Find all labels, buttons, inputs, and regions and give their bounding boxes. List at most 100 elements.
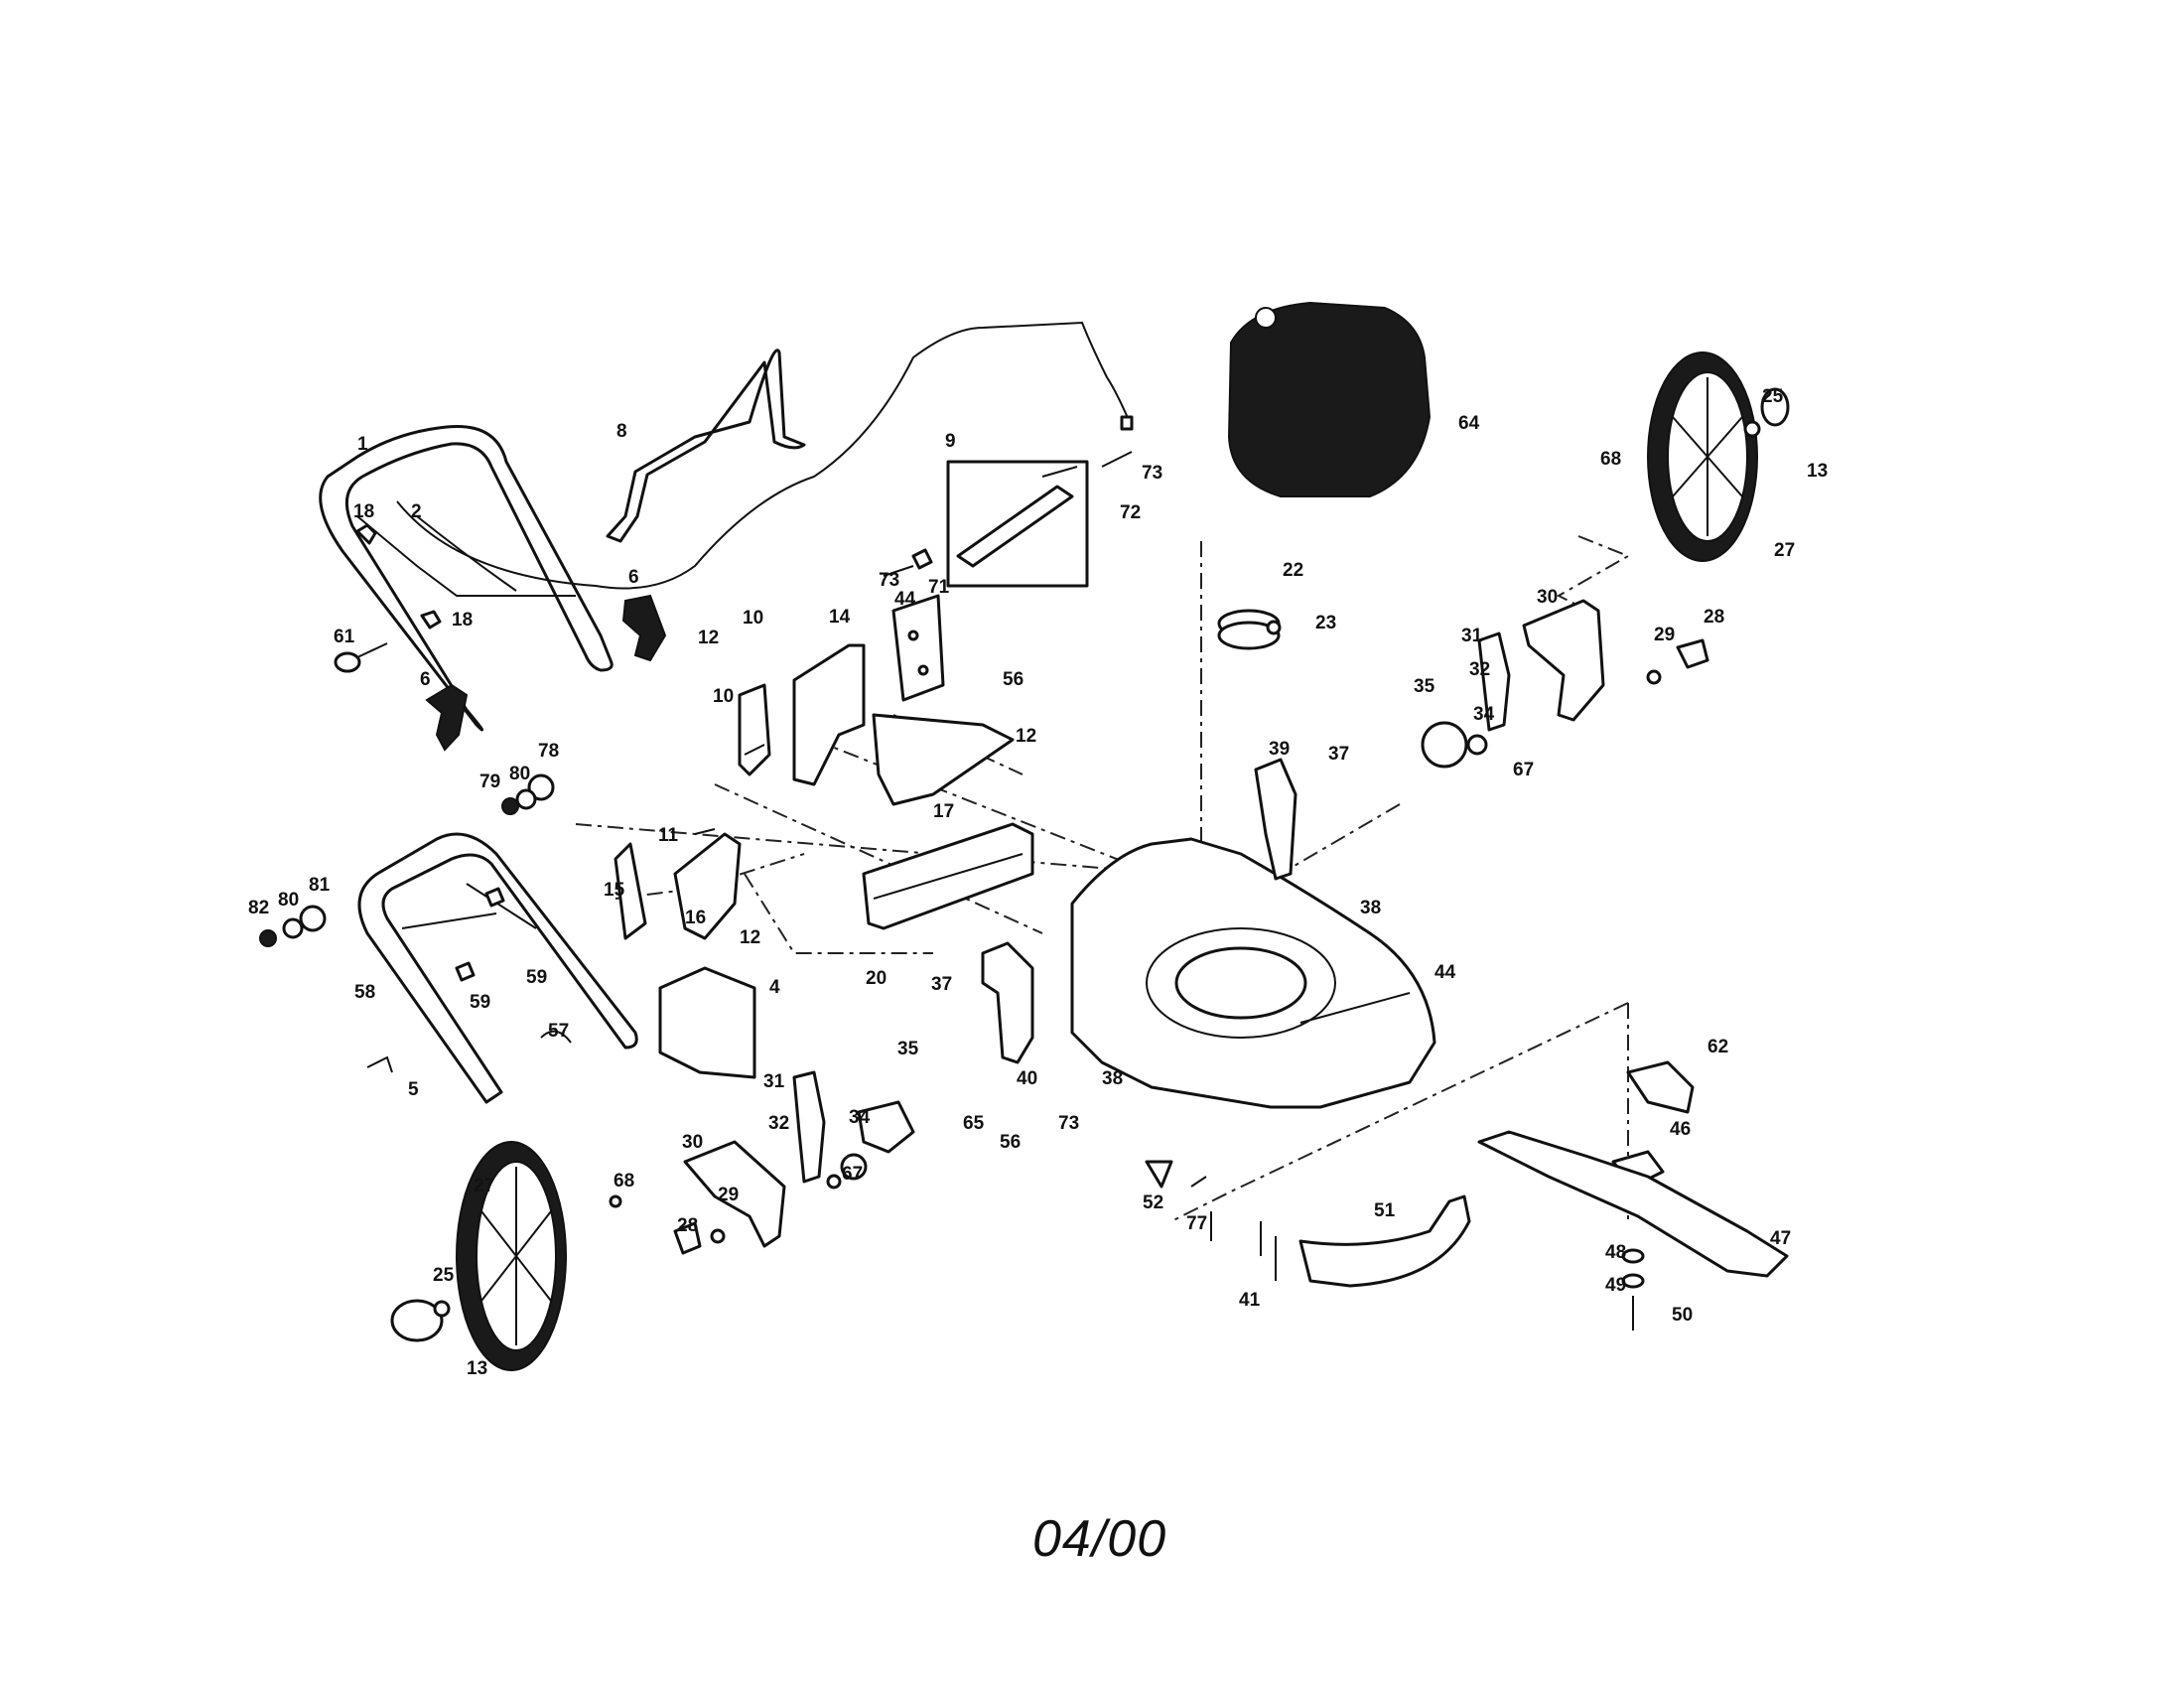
handle-knob-6-left: [425, 683, 469, 752]
part-label-28: 28: [677, 1215, 698, 1236]
part-label-32: 32: [1469, 659, 1490, 680]
handle-knob-6-right: [621, 594, 667, 662]
part-label-38: 38: [1102, 1068, 1123, 1089]
upper-handle: [319, 424, 614, 732]
part-label-8: 8: [616, 421, 627, 442]
part-label-30: 30: [1537, 587, 1558, 608]
part-label-1: 1: [357, 434, 368, 455]
part-label-71: 71: [928, 577, 950, 598]
part-label-11: 11: [658, 825, 679, 846]
part-label-16: 16: [685, 908, 706, 928]
rear-flap-20: [862, 822, 1034, 930]
blade-adapter-62: [1626, 1060, 1695, 1114]
part-label-10: 10: [743, 608, 763, 629]
mounting-bracket-14: [792, 643, 866, 786]
part-label-38: 38: [1360, 898, 1381, 918]
wheel-27-right: [1647, 351, 1758, 562]
part-label-6: 6: [420, 669, 431, 690]
part-label-73: 73: [1058, 1113, 1079, 1134]
part-label-51: 51: [1374, 1200, 1396, 1221]
part-label-62: 62: [1707, 1037, 1728, 1057]
part-label-59: 59: [470, 992, 490, 1013]
height-adjuster-left: [609, 1070, 915, 1255]
control-cable: [396, 321, 1134, 590]
clips-57-5: [366, 1030, 572, 1073]
screw-11-12: [694, 744, 765, 835]
lower-handle-58: [357, 832, 638, 1104]
height-adjuster-right: [1421, 599, 1709, 769]
part-label-37: 37: [931, 974, 952, 995]
wheel-27-left: [456, 1141, 567, 1371]
part-label-73: 73: [879, 570, 899, 591]
part-label-2: 2: [411, 501, 422, 522]
part-label-56: 56: [1000, 1132, 1021, 1153]
part-label-12: 12: [1016, 726, 1036, 747]
part-label-29: 29: [1654, 625, 1675, 645]
chute-17: [872, 713, 1015, 806]
baffle-51: [1298, 1194, 1471, 1288]
axle-bracket-40: [981, 941, 1034, 1064]
part-label-61: 61: [334, 627, 355, 647]
part-label-56: 56: [1003, 669, 1024, 690]
part-label-18: 18: [353, 501, 374, 522]
part-label-10: 10: [713, 686, 734, 707]
part-label-18: 18: [452, 610, 473, 631]
part-label-39: 39: [1269, 739, 1290, 760]
grass-bag-frame-4: [658, 966, 756, 1079]
mower-deck-44: [1070, 837, 1436, 1109]
part-label-22: 22: [1283, 560, 1303, 581]
knobs-78-82: [259, 773, 555, 947]
part-label-81: 81: [309, 875, 331, 896]
blade-47: [1477, 1130, 1789, 1278]
deck-bolts-41-77: [1190, 1176, 1277, 1281]
part-label-79: 79: [479, 772, 500, 792]
blade-hardware-48-50: [1621, 1248, 1645, 1331]
bracket-10: [738, 683, 771, 776]
part-label-31: 31: [1461, 626, 1483, 646]
bail-rod-8: [606, 349, 806, 543]
pulley-22-23: [1217, 609, 1282, 650]
part-label-80: 80: [278, 890, 299, 911]
part-label-68: 68: [614, 1171, 634, 1192]
part-label-34: 34: [849, 1107, 871, 1128]
part-label-27: 27: [1774, 540, 1795, 561]
part-label-49: 49: [1605, 1275, 1626, 1296]
part-label-29: 29: [718, 1185, 739, 1205]
part-label-67: 67: [842, 1164, 863, 1185]
part-label-20: 20: [866, 968, 887, 989]
part-label-17: 17: [933, 801, 954, 822]
part-label-58: 58: [354, 982, 375, 1003]
part-label-68: 68: [1600, 449, 1621, 470]
part-label-82: 82: [248, 898, 269, 918]
part-label-52: 52: [1143, 1193, 1163, 1213]
part-label-28: 28: [1704, 607, 1724, 628]
screw-73-72-71: [883, 451, 1133, 577]
part-label-80: 80: [509, 764, 530, 784]
part-label-64: 64: [1458, 413, 1480, 434]
part-label-6: 6: [628, 567, 639, 588]
part-label-12: 12: [698, 628, 719, 648]
control-bracket-9: [946, 460, 1089, 588]
part-label-40: 40: [1017, 1068, 1037, 1089]
part-label-9: 9: [945, 431, 956, 452]
part-label-44: 44: [1434, 962, 1456, 983]
part-label-47: 47: [1770, 1228, 1791, 1249]
part-label-15: 15: [604, 880, 625, 901]
part-label-27: 27: [474, 1176, 494, 1196]
part-label-34: 34: [1473, 704, 1495, 725]
part-label-13: 13: [467, 1358, 487, 1379]
part-label-25: 25: [433, 1265, 455, 1286]
part-label-59: 59: [526, 967, 547, 988]
part-label-41: 41: [1239, 1290, 1261, 1311]
part-label-25: 25: [1762, 386, 1784, 407]
part-label-35: 35: [1414, 676, 1435, 697]
part-label-77: 77: [1186, 1213, 1207, 1234]
date-code: 04/00: [1032, 1510, 1167, 1568]
part-label-73: 73: [1142, 463, 1162, 484]
part-label-23: 23: [1315, 613, 1336, 633]
part-label-72: 72: [1120, 502, 1141, 523]
flap-52: [1145, 1160, 1173, 1189]
part-label-44: 44: [894, 589, 916, 610]
part-label-46: 46: [1670, 1119, 1691, 1140]
